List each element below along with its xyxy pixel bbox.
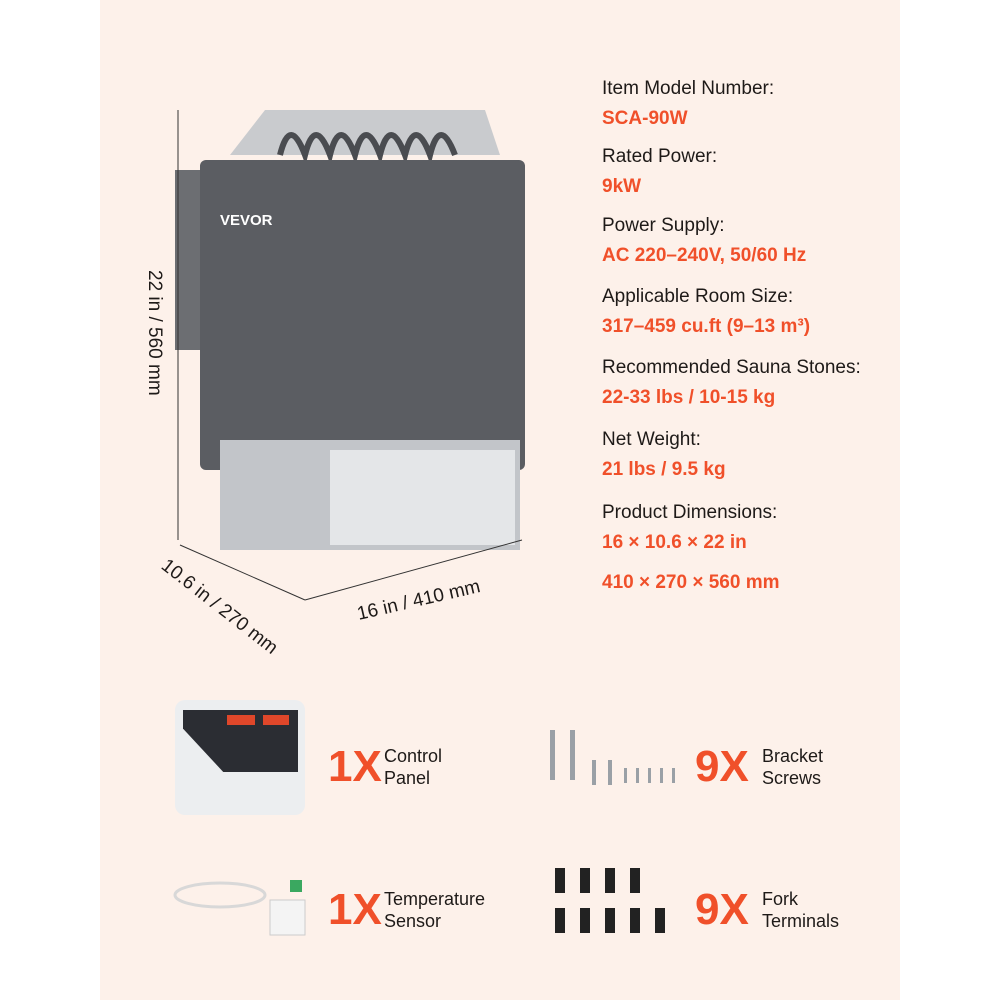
spec-power: Rated Power:9kW bbox=[602, 146, 718, 197]
qty-control-panel: 1X bbox=[328, 742, 382, 791]
qty-fork-terminals: 9X bbox=[695, 885, 749, 934]
spec-stones: Recommended Sauna Stones:22-33 lbs / 10-… bbox=[602, 357, 861, 408]
bracket-screws-image bbox=[550, 730, 675, 785]
sauna-heater-image: VEVOR bbox=[175, 110, 525, 550]
spec-model: Item Model Number:SCA-90W bbox=[602, 78, 775, 129]
fork-terminals-image bbox=[555, 868, 665, 933]
qty-temperature-sensor: 1X bbox=[328, 885, 382, 934]
qty-bracket-screws: 9X bbox=[695, 742, 749, 791]
control-panel-image bbox=[175, 700, 305, 815]
brand-logo: VEVOR bbox=[220, 212, 273, 229]
spec-room-size: Applicable Room Size:317–459 cu.ft (9–13… bbox=[602, 286, 811, 337]
spec-supply: Power Supply:AC 220–240V, 50/60 Hz bbox=[602, 215, 807, 266]
height-dimension: 22 in / 560 mm bbox=[144, 270, 165, 396]
spec-weight: Net Weight:21 lbs / 9.5 kg bbox=[602, 429, 726, 480]
temperature-sensor-image bbox=[173, 880, 306, 936]
dimension-lines bbox=[177, 110, 523, 601]
